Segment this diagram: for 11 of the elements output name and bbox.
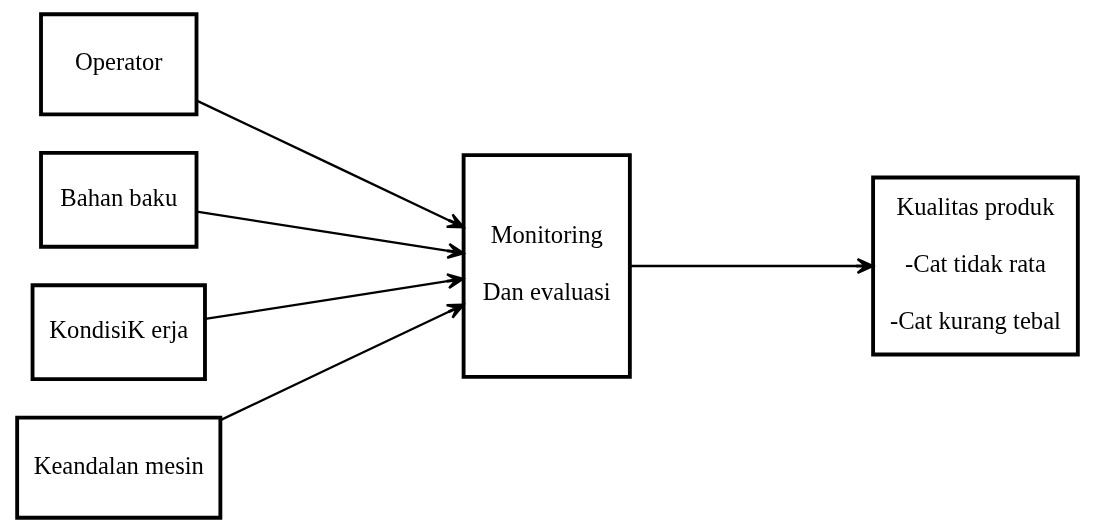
node-box: Kualitas produk -Cat tidak rata -Cat kurang tebal [871, 175, 1080, 357]
arrow [219, 303, 465, 422]
arrow [196, 99, 465, 229]
node-box: Operator [39, 12, 199, 117]
arrow [630, 257, 875, 275]
node-box: KondisiK erja [30, 283, 207, 382]
node-box: Monitoring Dan evaluasi [461, 153, 632, 379]
node-box: Bahan baku [39, 150, 199, 249]
arrow [205, 273, 465, 321]
arrow [196, 210, 465, 259]
node-box: Keandalan mesin [15, 415, 223, 520]
